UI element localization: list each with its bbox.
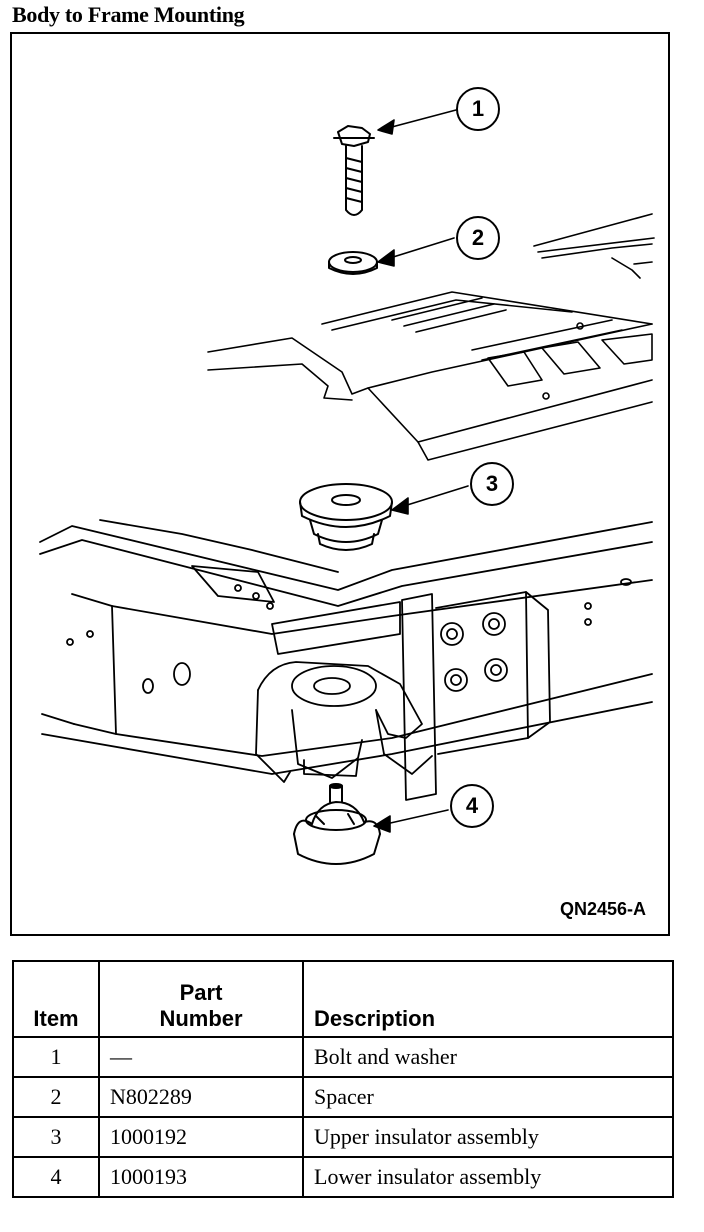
cell-item: 4 — [12, 1156, 100, 1198]
callout-4: 4 — [450, 784, 494, 828]
table-header-row: Item Part Number Description — [12, 960, 674, 1038]
lower-insulator-illustration — [293, 783, 381, 865]
cell-part: 1000192 — [98, 1116, 304, 1158]
cell-item: 1 — [12, 1036, 100, 1078]
cell-part: — — [98, 1036, 304, 1078]
table-row: 2 N802289 Spacer — [12, 1076, 674, 1118]
header-description: Description — [302, 960, 674, 1038]
parts-table: Item Part Number Description 1 — Bolt an… — [12, 960, 674, 1198]
diagram-drawing — [39, 109, 655, 865]
callout-leaders — [373, 109, 469, 833]
floor-panel-illustration — [207, 213, 655, 461]
header-part-number: Part Number — [98, 960, 304, 1038]
cell-part: 1000193 — [98, 1156, 304, 1198]
callout-3-label: 3 — [485, 471, 499, 496]
cell-description: Lower insulator assembly — [302, 1156, 674, 1198]
spacer-illustration — [328, 251, 378, 275]
cell-part: N802289 — [98, 1076, 304, 1118]
figure-code: QN2456-A — [559, 899, 646, 919]
callout-2-label: 2 — [471, 225, 485, 250]
cell-description: Bolt and washer — [302, 1036, 674, 1078]
callout-3: 3 — [470, 462, 514, 506]
upper-insulator-illustration — [299, 483, 393, 551]
frame-rail-illustration — [39, 519, 653, 801]
cell-item: 2 — [12, 1076, 100, 1118]
header-part-line1: Part — [179, 980, 223, 1005]
table-row: 3 1000192 Upper insulator assembly — [12, 1116, 674, 1158]
table-row: 4 1000193 Lower insulator assembly — [12, 1156, 674, 1198]
cell-description: Upper insulator assembly — [302, 1116, 674, 1158]
callout-4-label: 4 — [465, 793, 479, 818]
bolt-illustration — [333, 125, 375, 216]
page-title: Body to Frame Mounting — [12, 2, 245, 27]
callout-1-label: 1 — [471, 96, 485, 121]
callout-2: 2 — [456, 216, 500, 260]
cell-item: 3 — [12, 1116, 100, 1158]
table-row: 1 — Bolt and washer — [12, 1036, 674, 1078]
cell-description: Spacer — [302, 1076, 674, 1118]
header-item: Item — [12, 960, 100, 1038]
exploded-diagram: 1 2 3 4 QN2456-A — [10, 32, 670, 936]
callout-1: 1 — [456, 87, 500, 131]
header-part-line2: Number — [159, 1006, 243, 1031]
